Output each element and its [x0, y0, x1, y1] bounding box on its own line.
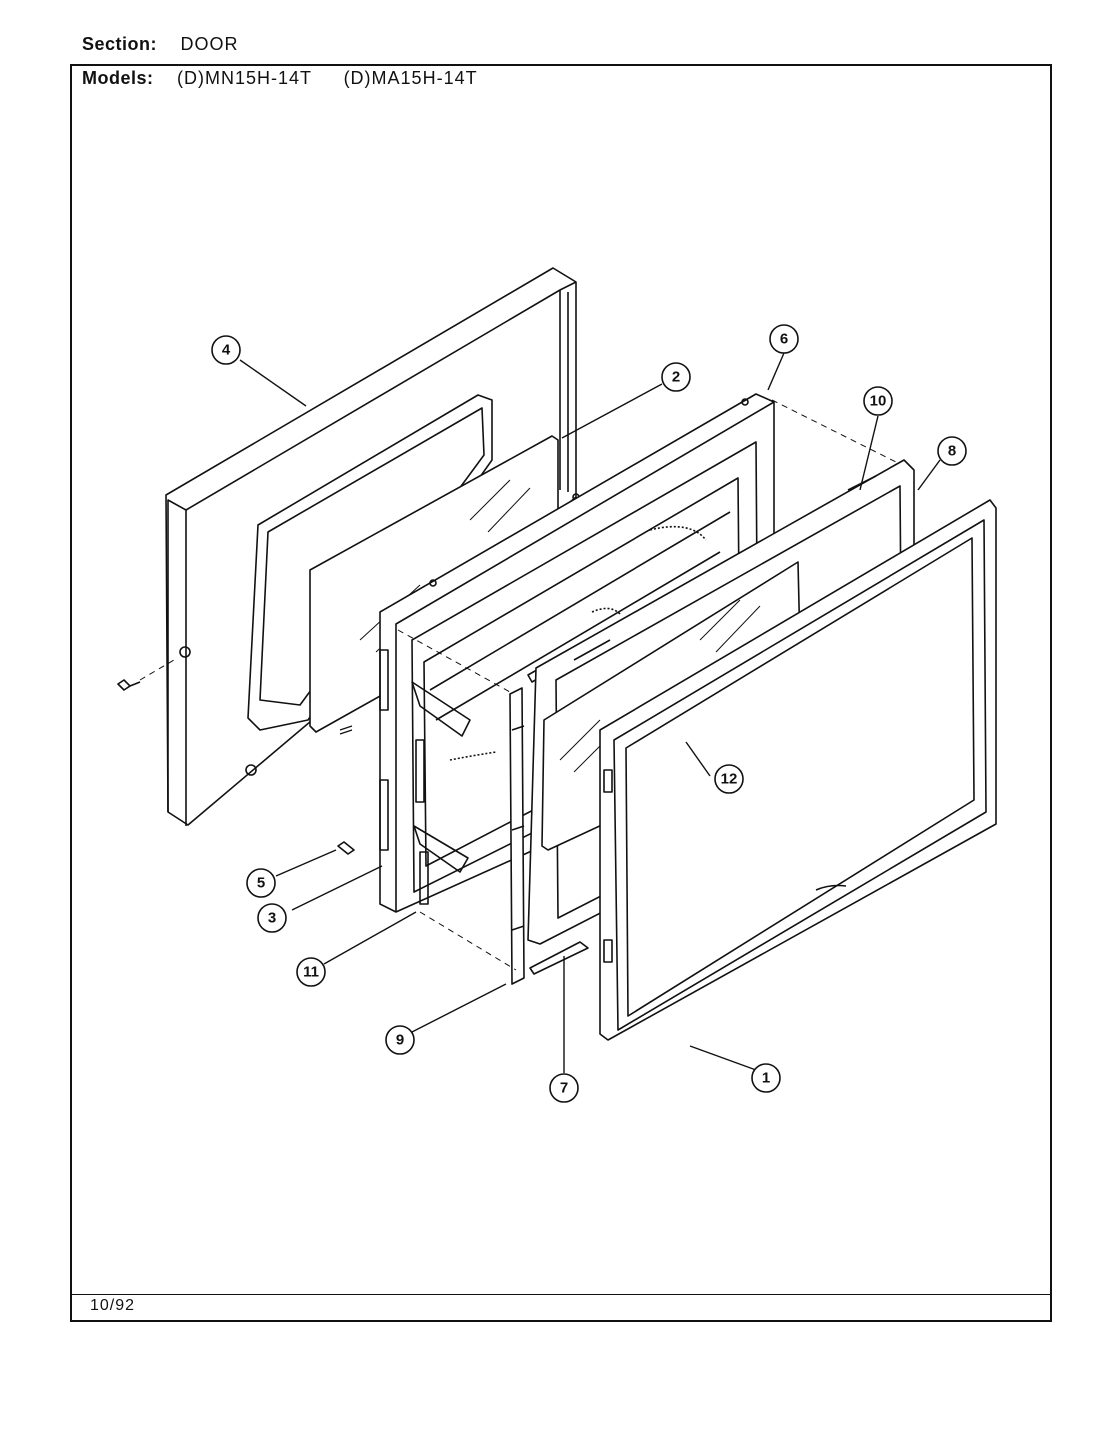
callout-9-label: 9	[396, 1032, 404, 1049]
part-5-screw	[337, 841, 355, 855]
callout-7-label: 7	[560, 1080, 568, 1097]
callout-4-label: 4	[222, 342, 231, 359]
callout-10-label: 10	[870, 393, 887, 410]
leader-lines	[239, 352, 941, 1073]
part-9-side-bracket	[509, 687, 525, 985]
revision-date: 10/92	[90, 1297, 136, 1314]
part-screw-left	[117, 679, 141, 691]
part-7-bottom-rail	[529, 941, 589, 975]
callout-5-label: 5	[257, 875, 265, 892]
callout-11: 11	[296, 957, 326, 987]
callout-1: 1	[751, 1063, 781, 1093]
callout-2: 2	[661, 362, 691, 392]
callout-11-label: 11	[303, 964, 319, 981]
section-heading: Section: DOOR	[82, 34, 239, 55]
callout-4: 4	[211, 335, 241, 365]
models-label: Models:	[82, 68, 154, 88]
section-label: Section:	[82, 34, 158, 54]
footer-divider	[70, 1294, 1052, 1295]
callout-5: 5	[246, 868, 276, 898]
callout-8: 8	[937, 436, 967, 466]
diagram-frame	[70, 64, 1052, 1322]
callout-6-label: 6	[780, 331, 788, 348]
callout-12: 12	[714, 764, 744, 794]
model-number-2: (D)MA15H-14T	[343, 68, 478, 88]
callout-12-label: 12	[721, 771, 738, 788]
callout-8-label: 8	[948, 443, 956, 460]
alignment-lines	[139, 399, 901, 971]
callout-7: 7	[549, 1073, 579, 1103]
models-heading: Models: (D)MN15H-14T (D)MA15H-14T	[82, 68, 478, 89]
callout-1-label: 1	[762, 1070, 770, 1087]
callout-9: 9	[385, 1025, 415, 1055]
section-value: DOOR	[180, 34, 239, 54]
callout-2-label: 2	[672, 369, 680, 386]
part-1-front-frame	[599, 499, 997, 1041]
callout-3-label: 3	[268, 910, 276, 927]
callout-6: 6	[769, 324, 799, 354]
callout-3: 3	[257, 903, 287, 933]
model-number-1: (D)MN15H-14T	[177, 68, 313, 88]
callout-10: 10	[863, 386, 893, 416]
